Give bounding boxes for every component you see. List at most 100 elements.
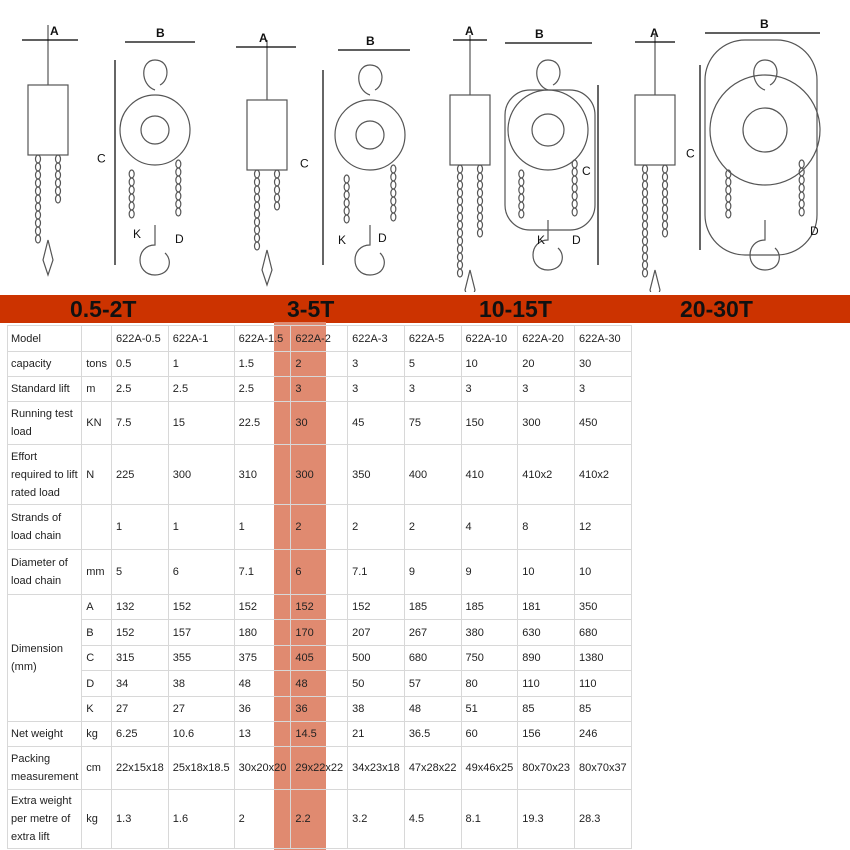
- table-cell: 315: [111, 645, 169, 671]
- chain-link: [798, 191, 805, 201]
- table-cell: 3: [347, 351, 405, 377]
- table-cell: 680: [403, 645, 462, 671]
- table-cell: 2.5: [111, 376, 169, 402]
- table-cell: 2: [233, 789, 292, 849]
- table-cell: 27: [111, 696, 169, 722]
- table-cell: 48: [403, 696, 462, 722]
- chain-link: [128, 201, 135, 211]
- chain-link: [571, 159, 578, 169]
- table-cell: 3: [573, 376, 632, 402]
- table-cell: 170: [290, 619, 349, 646]
- chain-link: [273, 177, 281, 187]
- table-cell: 0.5: [111, 351, 169, 377]
- bottom-hook: [354, 225, 385, 276]
- chain-link: [518, 177, 525, 187]
- chain-link: [175, 167, 182, 177]
- chain-link: [253, 193, 261, 203]
- table-cell: 4.5: [403, 789, 462, 849]
- table-cell: 20: [517, 351, 575, 377]
- chain-link: [390, 196, 397, 206]
- table-cell: 85: [573, 696, 632, 722]
- chain-link: [343, 190, 350, 200]
- chain-link: [476, 220, 484, 230]
- hoist-body: [449, 94, 491, 166]
- chain-link: [253, 241, 261, 251]
- chain-link: [343, 198, 350, 208]
- chain-link: [253, 169, 261, 179]
- chain-link: [253, 201, 261, 211]
- top-hook: [753, 59, 778, 91]
- table-cell: 38: [347, 696, 405, 722]
- chain-link: [34, 186, 42, 196]
- chain-link: [343, 182, 350, 192]
- table-cell: 622A-10: [460, 325, 519, 352]
- row-label: Strands of load chain: [6, 504, 83, 550]
- chain-link: [456, 196, 464, 206]
- hook: [42, 239, 54, 277]
- hoist-body: [634, 94, 676, 166]
- table-cell: 10: [517, 549, 575, 595]
- chain-link: [34, 154, 42, 164]
- table-cell: 2: [290, 351, 349, 377]
- table-cell: 60: [460, 721, 519, 747]
- dimension-label: A: [50, 24, 59, 38]
- chain-link: [34, 210, 42, 220]
- table-cell: 51: [460, 696, 519, 722]
- chain-link: [518, 185, 525, 195]
- table-cell: 6: [290, 549, 349, 595]
- chain-link: [390, 204, 397, 214]
- chain-link: [571, 175, 578, 185]
- chain-link: [476, 188, 484, 198]
- dimension-label: A: [259, 31, 268, 45]
- wheel-hub: [355, 120, 385, 150]
- table-cell: 207: [347, 619, 405, 646]
- table-cell: 355: [167, 645, 235, 671]
- chain-link: [456, 236, 464, 246]
- row-unit: KN: [81, 401, 113, 445]
- table-cell: 30: [290, 401, 349, 445]
- table-cell: 9: [403, 549, 462, 595]
- row-label: Effort required to lift rated load: [6, 444, 83, 505]
- bottom-hook: [749, 220, 780, 271]
- chain-link: [641, 172, 649, 182]
- table-cell: 890: [517, 645, 575, 671]
- table-cell: 150: [460, 401, 519, 445]
- chain-link: [456, 244, 464, 254]
- table-cell: 622A-0.5: [111, 325, 169, 352]
- chain-link: [390, 164, 397, 174]
- table-cell: 156: [517, 721, 575, 747]
- table-cell: 622A-20: [517, 325, 575, 352]
- table-cell: 1: [111, 504, 169, 550]
- table-cell: 85: [517, 696, 575, 722]
- chain-link: [518, 193, 525, 203]
- chain-link: [641, 188, 649, 198]
- table-cell: 29x22x22: [290, 746, 349, 790]
- chain-link: [128, 185, 135, 195]
- dimension-label: C: [97, 152, 106, 166]
- table-cell: 622A-30: [573, 325, 632, 352]
- hook: [261, 249, 273, 287]
- table-cell: 410x2: [517, 444, 575, 505]
- table-cell: 181: [517, 594, 575, 620]
- table-cell: 75: [403, 401, 462, 445]
- dimension-label: K: [133, 227, 141, 241]
- table-cell: 185: [403, 594, 462, 620]
- chain-link: [661, 172, 669, 182]
- chain-link: [343, 206, 350, 216]
- chain-link: [725, 209, 732, 219]
- chain-link: [476, 228, 484, 238]
- chain-link: [34, 202, 42, 212]
- chain-link: [34, 234, 42, 244]
- chain-link: [571, 191, 578, 201]
- dimension-label: K: [537, 233, 545, 247]
- chain-link: [456, 164, 464, 174]
- chain-link: [641, 220, 649, 230]
- wheel-hub: [742, 107, 788, 153]
- chain-link: [476, 172, 484, 182]
- hoist-body: [27, 84, 69, 156]
- chain-link: [128, 193, 135, 203]
- chain-link: [798, 207, 805, 217]
